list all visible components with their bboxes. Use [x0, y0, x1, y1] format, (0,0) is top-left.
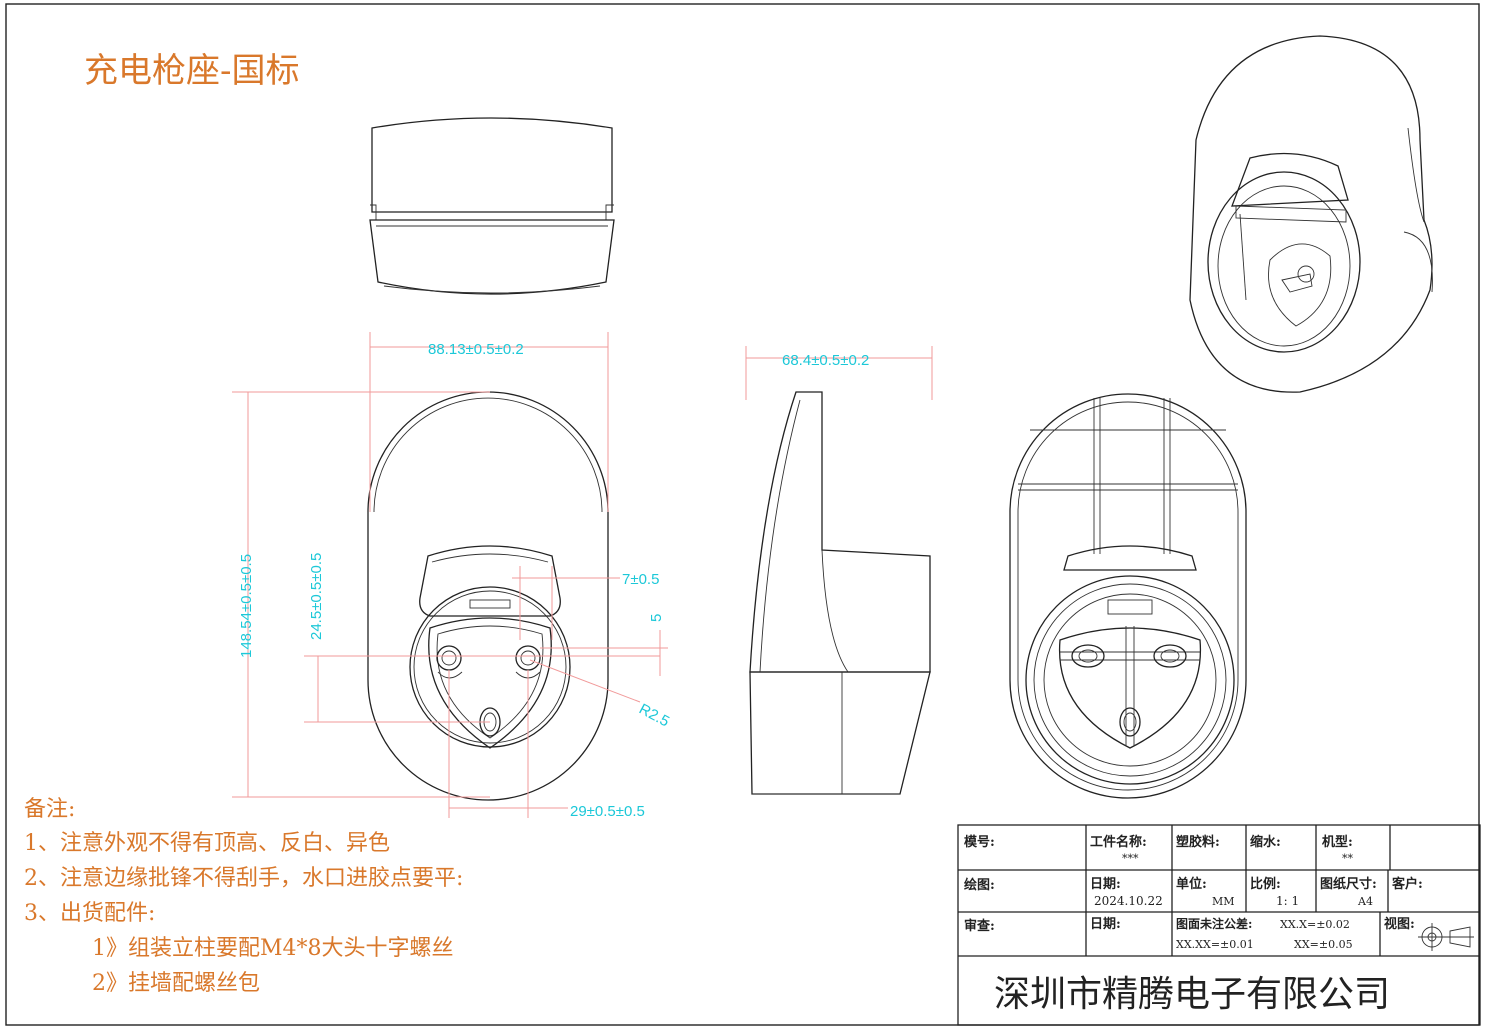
isometric-view [1189, 35, 1433, 393]
tb-mold-no-label: 模号: [964, 834, 995, 850]
side-view [749, 391, 931, 795]
tb-scale-value: 1: 1 [1276, 894, 1299, 908]
dim-gap: 5 [648, 614, 665, 622]
dim-width-side: 68.4±0.5±0.2 [782, 352, 869, 369]
dim-offset-top: 7±0.5 [622, 571, 659, 588]
tb-part-name-value: *** [1122, 852, 1139, 865]
notes-block: 备注: 1、注意外观不得有顶高、反白、异色 2、注意边缘批锋不得刮手，水口进胶点… [24, 797, 463, 996]
front-view [367, 391, 609, 801]
tb-paper-value: A4 [1357, 895, 1373, 908]
dim-height-total: 148.54±0.5±0.5 [238, 554, 255, 658]
title-block: 模号: 工件名称: *** 塑胶料: 缩水: 机型: ** 绘图: 日期: 20… [957, 824, 1481, 1026]
note-line-3: 3、出货配件: [24, 901, 155, 926]
tb-paper-label: 图纸尺寸: [1320, 876, 1377, 892]
note-sub-line-2: 2》挂墙配螺丝包 [92, 971, 260, 996]
note-sub-line-1: 1》组装立柱要配M4*8大头十字螺丝 [92, 936, 454, 961]
dim-width-front: 88.13±0.5±0.2 [428, 341, 524, 358]
tb-date2-label: 日期: [1090, 917, 1121, 932]
tb-review-label: 审查: [964, 918, 995, 934]
tb-plastic-label: 塑胶料: [1176, 834, 1220, 850]
drawing-title: 充电枪座-国标 [84, 51, 300, 91]
tb-shrink-label: 缩水: [1250, 834, 1281, 850]
tb-tolerance-label: 图面未注公差: [1176, 916, 1252, 931]
tb-date-label: 日期: [1090, 877, 1121, 892]
tb-company-name: 深圳市精腾电子有限公司 [994, 974, 1390, 1015]
dim-height-socket: 24.5±0.5±0.5 [308, 553, 325, 640]
tb-scale-label: 比例: [1250, 876, 1281, 892]
front-dimension-lines [232, 332, 668, 818]
tb-part-name-label: 工件名称: [1090, 834, 1147, 850]
tb-model-value: ** [1342, 852, 1354, 865]
tb-view-label: 视图: [1384, 916, 1415, 932]
tb-tol-2: XX.XX=±0.01 [1176, 938, 1254, 951]
tb-model-label: 机型: [1322, 834, 1353, 850]
projection-symbol-icon [1418, 923, 1474, 951]
top-view [369, 117, 615, 295]
tb-tol-3: XX=±0.05 [1294, 938, 1353, 951]
tb-date-value: 2024.10.22 [1094, 894, 1163, 908]
tb-tol-1: XX.X=±0.02 [1280, 918, 1350, 931]
tb-customer-label: 客户: [1392, 876, 1423, 892]
tb-unit-label: 单位: [1176, 876, 1207, 892]
back-view [1009, 393, 1247, 799]
tb-unit-value: MM [1212, 895, 1235, 908]
note-line-1: 1、注意外观不得有顶高、反白、异色 [24, 831, 390, 856]
dim-radius: R2.5 [636, 701, 672, 731]
sheet-border [5, 3, 1480, 1026]
notes-heading: 备注: [24, 797, 75, 822]
note-line-2: 2、注意边缘批锋不得刮手，水口进胶点要平: [24, 866, 463, 891]
dim-pin-spacing: 29±0.5±0.5 [570, 803, 645, 820]
side-dimension-lines [745, 346, 933, 400]
tb-drawn-label: 绘图: [964, 877, 995, 893]
